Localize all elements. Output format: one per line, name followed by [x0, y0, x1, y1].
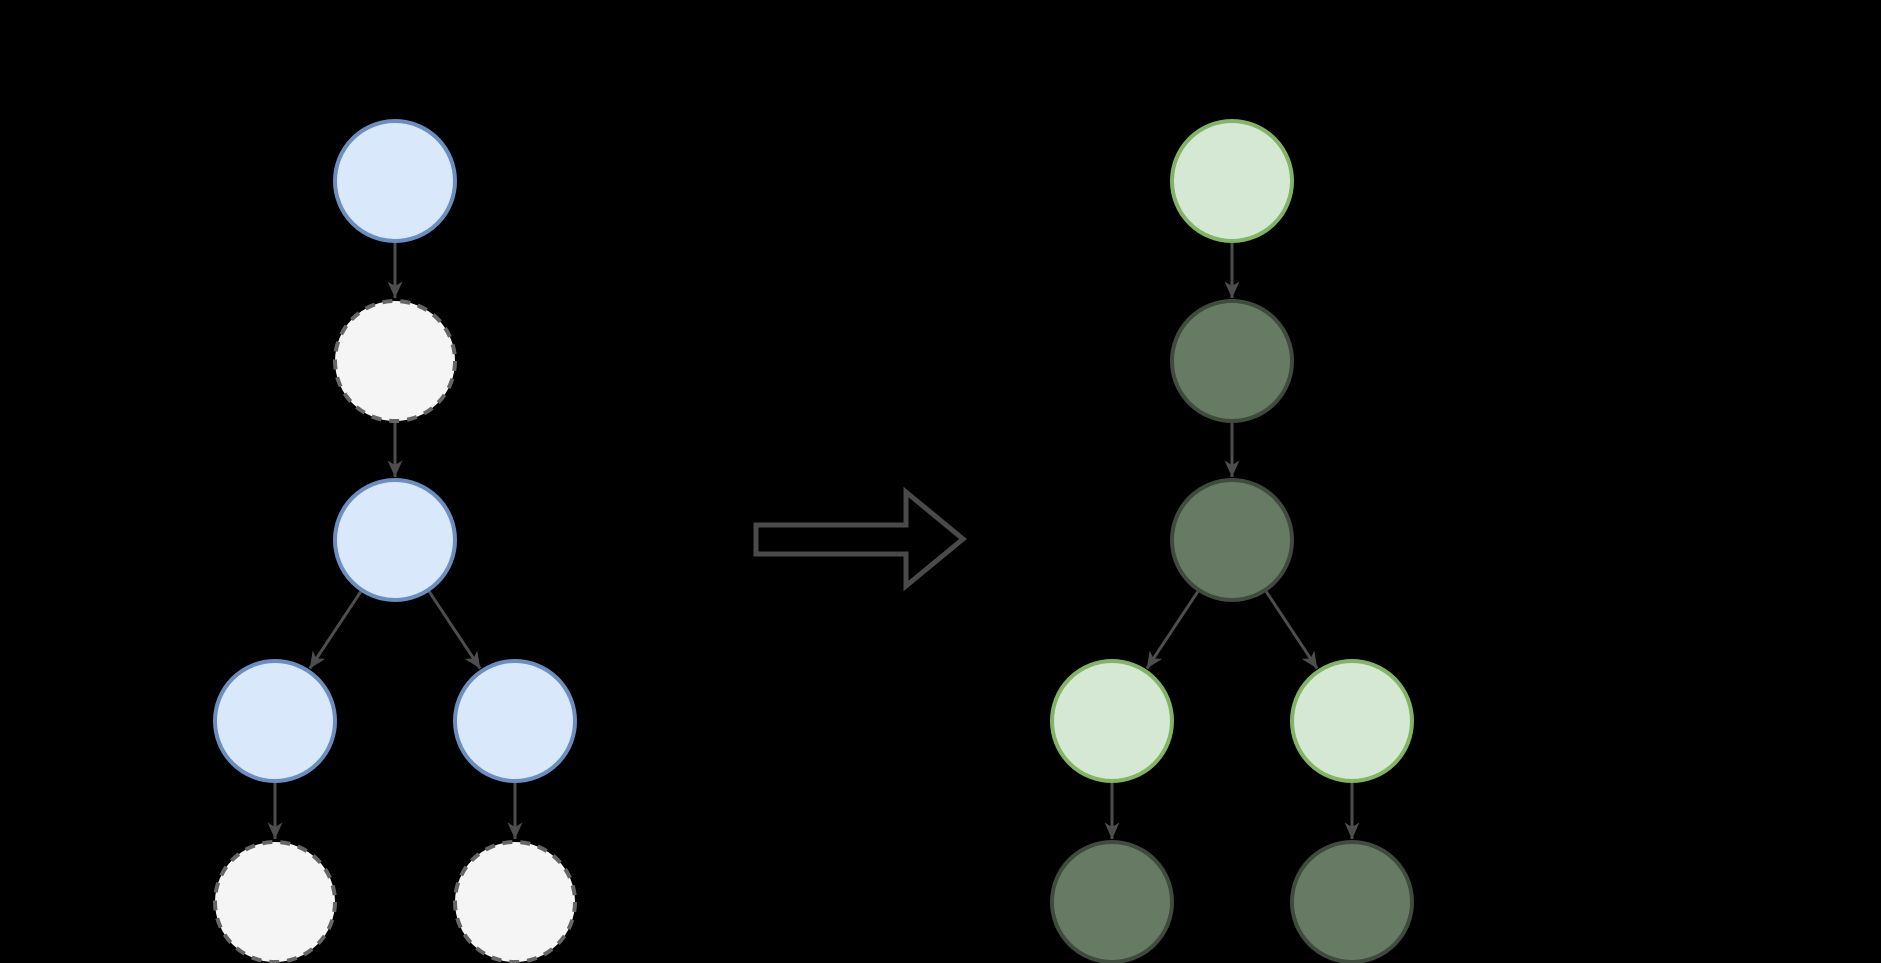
- tree-edge-c-d: [1145, 590, 1199, 670]
- block-arrow-right-icon: [753, 486, 967, 592]
- tree-node-a-blue: [333, 119, 457, 243]
- transform-arrow: [753, 486, 967, 592]
- tree-edge-c-d: [308, 590, 362, 670]
- tree-node-d-blue: [213, 659, 337, 783]
- tree-edge-c-e: [428, 590, 482, 670]
- tree-node-d-light-green: [1050, 659, 1174, 783]
- tree-node-f-dark-green: [1050, 840, 1174, 963]
- tree-node-a-light-green: [1170, 119, 1294, 243]
- tree-node-e-light-green: [1290, 659, 1414, 783]
- tree-node-c-dark-green: [1170, 478, 1294, 602]
- tree-node-b-ghost: [333, 299, 457, 423]
- tree-node-c-blue: [333, 478, 457, 602]
- tree-node-b-dark-green: [1170, 299, 1294, 423]
- before-tree: [213, 119, 577, 963]
- after-tree: [1050, 119, 1414, 963]
- tree-node-e-blue: [453, 659, 577, 783]
- tree-node-f-ghost: [213, 840, 337, 963]
- tree-edge-c-e: [1265, 590, 1319, 670]
- tree-node-g-ghost: [453, 840, 577, 963]
- tree-node-g-dark-green: [1290, 840, 1414, 963]
